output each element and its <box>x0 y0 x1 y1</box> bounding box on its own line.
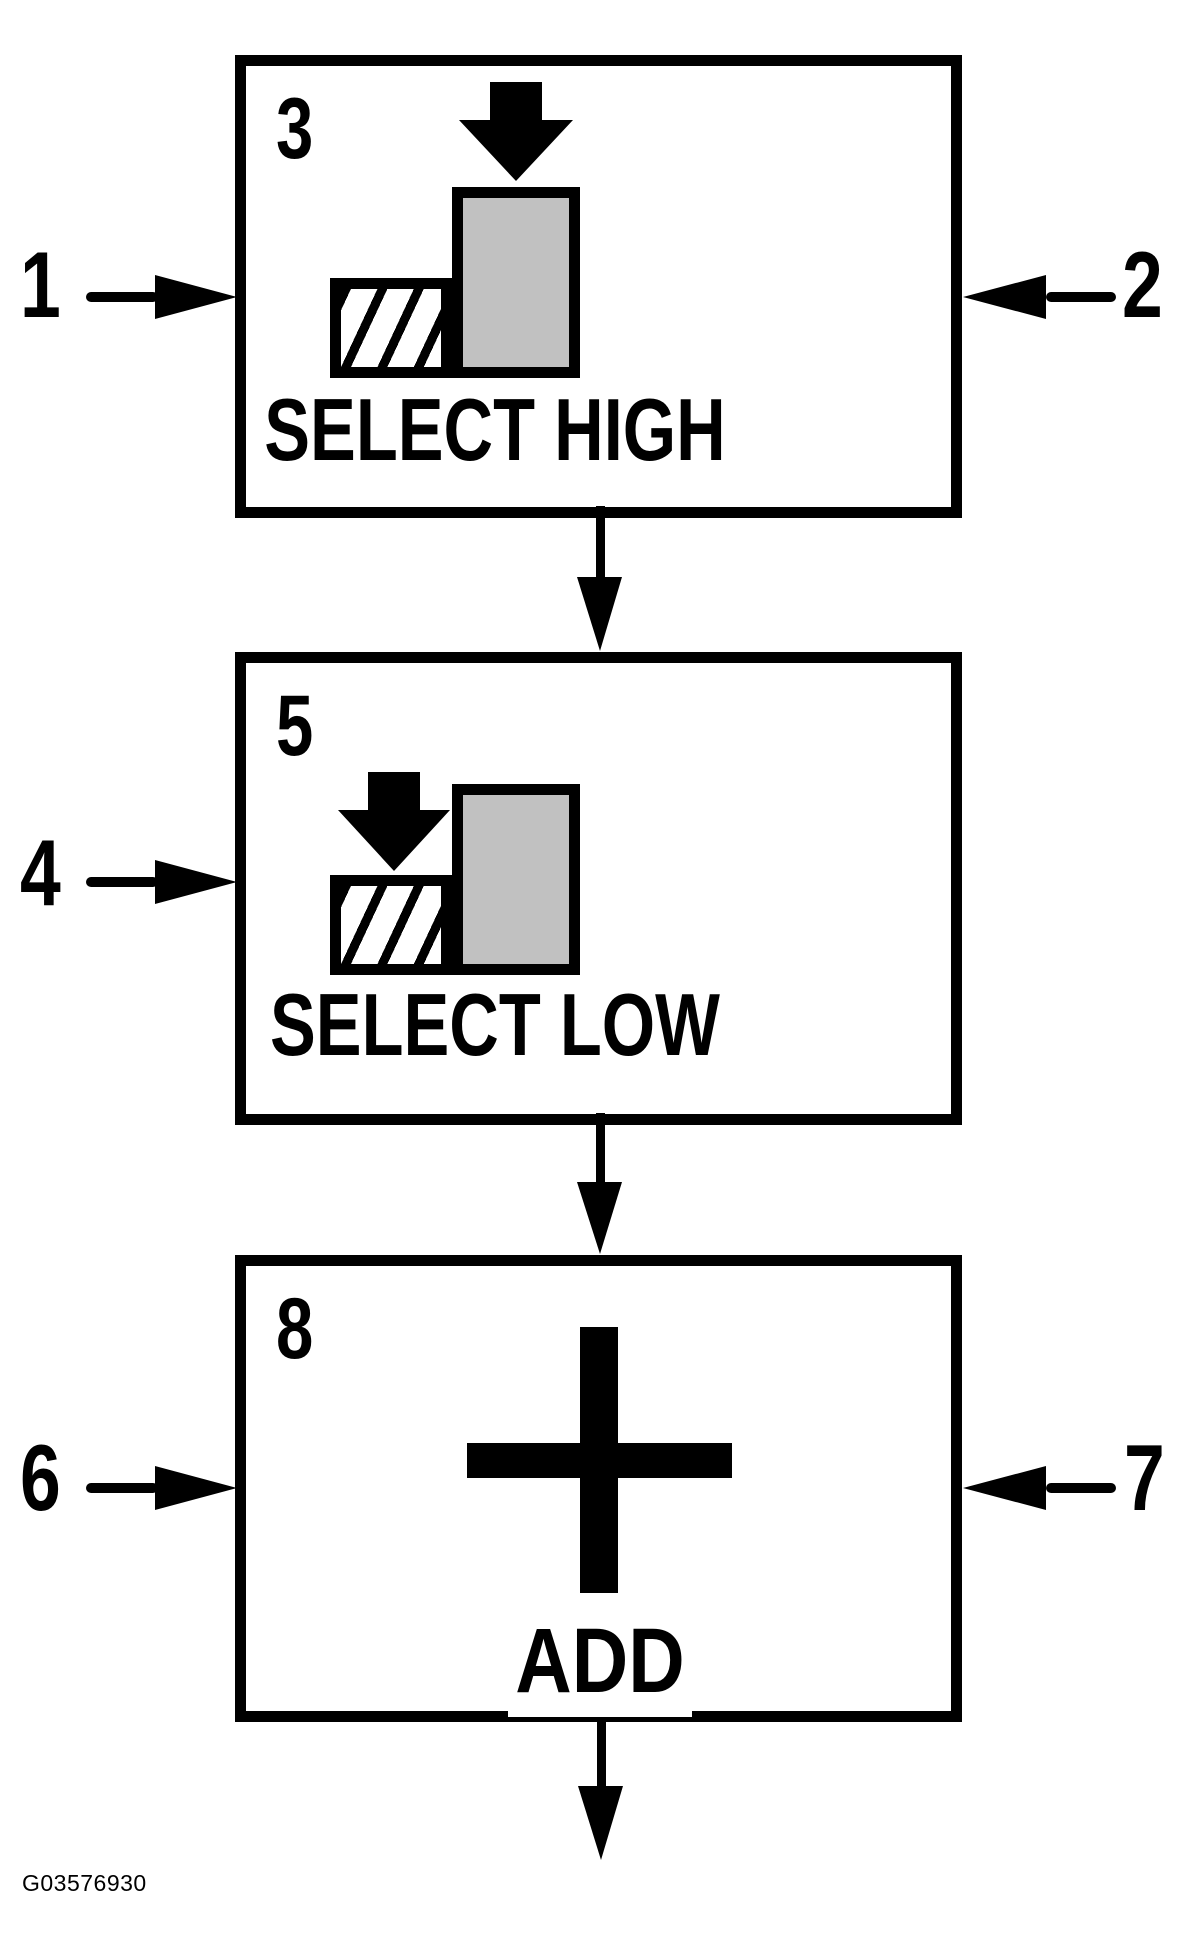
callout-arrow-head <box>155 1466 237 1510</box>
callout-label-6: 6 <box>20 1425 61 1530</box>
callout-arrow-shaft <box>86 292 158 302</box>
step-caption-select-low: SELECT LOW <box>270 975 720 1074</box>
step-box-select-high: 3 SELECT HIGH <box>235 55 962 518</box>
figure-code: G03576930 <box>22 1870 147 1896</box>
callout-arrow-shaft <box>86 1483 158 1493</box>
callout-label-1: 1 <box>20 232 61 337</box>
callout-label-4: 4 <box>20 820 61 925</box>
hatched-low-bar-icon <box>330 875 452 975</box>
step-number-5: 5 <box>276 678 314 774</box>
flow-arrow-2-3 <box>577 1113 622 1254</box>
hatched-low-bar-icon <box>330 278 452 378</box>
callout-arrow-head <box>963 275 1046 319</box>
flow-arrow-head <box>578 1786 623 1860</box>
step-number-3: 3 <box>276 81 314 177</box>
callout-arrow-6 <box>86 1466 237 1510</box>
flow-arrow-shaft <box>597 1717 606 1790</box>
step-caption-select-high: SELECT HIGH <box>264 380 726 479</box>
callout-arrow-2 <box>963 275 1116 319</box>
callout-arrow-7 <box>963 1466 1116 1510</box>
callout-arrow-shaft <box>1046 292 1116 302</box>
callout-arrow-4 <box>86 860 237 904</box>
callout-arrow-1 <box>86 275 237 319</box>
callout-arrow-head <box>155 860 237 904</box>
callout-arrow-head <box>963 1466 1046 1510</box>
flow-arrow-head <box>577 1182 622 1254</box>
callout-label-7: 7 <box>1124 1425 1165 1530</box>
flow-arrow-head <box>577 577 622 651</box>
step-number-8: 8 <box>276 1281 314 1377</box>
plus-icon-horizontal <box>467 1443 732 1478</box>
step-caption-add: ADD <box>515 1610 685 1712</box>
callout-label-2: 2 <box>1122 232 1163 337</box>
callout-arrow-shaft <box>86 877 158 887</box>
step-box-add: 8 ADD <box>235 1255 962 1722</box>
callout-arrow-head <box>155 275 237 319</box>
gray-high-bar-icon <box>452 187 580 378</box>
gray-high-bar-icon <box>452 784 580 975</box>
flow-arrow-exit <box>578 1717 623 1860</box>
flow-arrow-1-2 <box>577 506 622 651</box>
callout-arrow-shaft <box>1046 1483 1116 1493</box>
step-box-select-low: 5 SELECT LOW <box>235 652 962 1125</box>
